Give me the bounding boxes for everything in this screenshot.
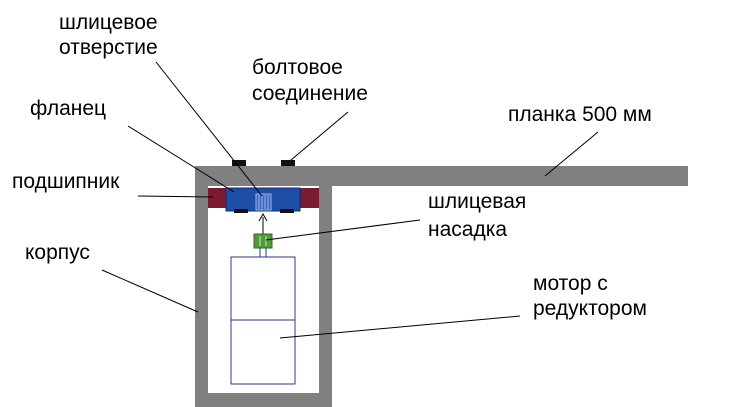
label-plank: планка 500 мм	[508, 103, 652, 126]
housing-right-wall	[319, 186, 332, 407]
bolt-head-left	[232, 160, 246, 166]
leader-plank	[544, 131, 599, 177]
leader-motor	[279, 315, 521, 339]
plank	[195, 166, 688, 186]
leader-flange	[127, 125, 235, 193]
bearing-right	[300, 188, 319, 208]
label-motor-line2: редуктором	[533, 297, 647, 320]
flange-bolt-left	[234, 209, 248, 213]
label-bolt-joint-line1: болтовое	[252, 56, 343, 79]
spline-adapter	[253, 233, 273, 249]
label-bolt-joint-line2: соединение	[252, 82, 368, 105]
housing-bottom	[195, 393, 332, 407]
insert-arrow-head	[258, 212, 268, 222]
label-spline-adapter-line1: шлицевая	[428, 190, 527, 213]
leader-housing	[101, 269, 199, 313]
label-spline-hole-line2: отверстие	[59, 36, 158, 59]
flange-bolt-right	[280, 209, 294, 213]
label-housing: корпус	[25, 241, 90, 264]
label-spline-adapter-line2: насадка	[428, 218, 508, 241]
bolt-head-right	[281, 160, 295, 166]
leader-spline-adapter	[265, 219, 421, 241]
leader-bearing	[137, 195, 214, 198]
spline-hole	[255, 193, 272, 211]
label-bearing: подшипник	[12, 170, 120, 193]
housing-left-wall	[195, 186, 208, 407]
label-motor-line1: мотор с	[533, 272, 608, 295]
label-spline-hole-line1: шлицевое	[59, 11, 158, 34]
bearing-left	[208, 188, 228, 208]
leader-spline-hole	[155, 61, 263, 197]
label-flange: фланец	[30, 97, 107, 120]
leader-bolt-joint	[290, 111, 349, 161]
